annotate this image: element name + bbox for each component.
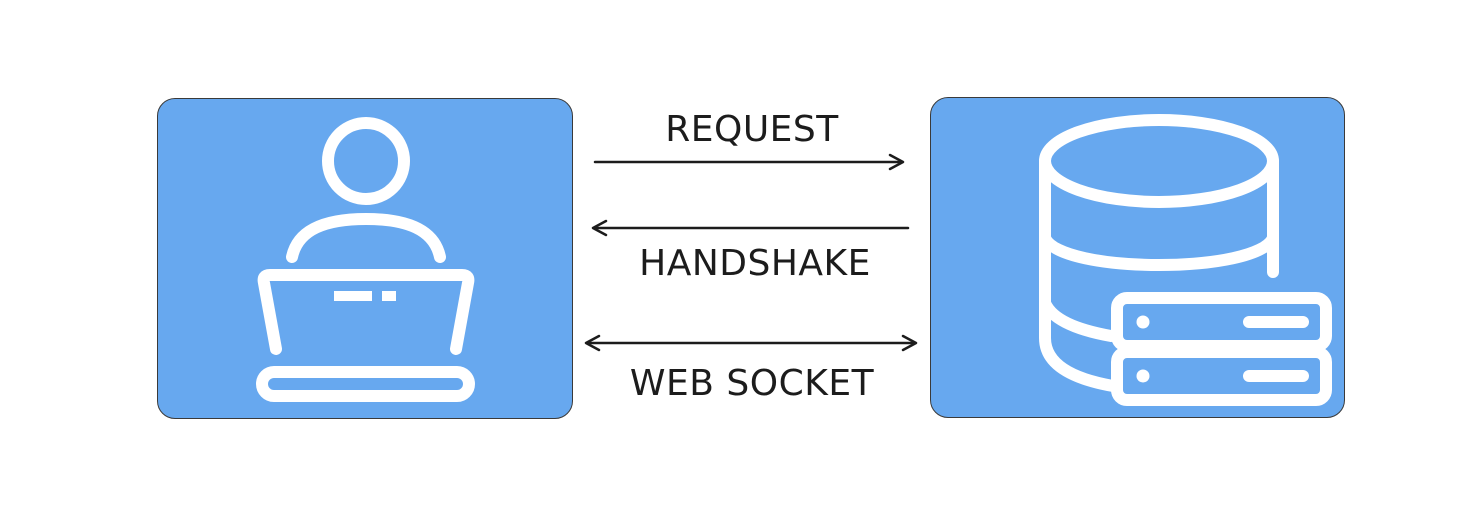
websocket-label: WEB SOCKET	[629, 363, 875, 404]
database-server-icon	[1039, 114, 1332, 406]
server-led-bottom	[1136, 369, 1150, 383]
server-node	[930, 97, 1345, 418]
server-led-top	[1136, 315, 1150, 329]
request-label: REQUEST	[665, 109, 839, 150]
user-laptop-icon	[256, 117, 475, 402]
handshake-arrow	[591, 219, 910, 237]
websocket-arrow	[584, 334, 918, 352]
client-node	[157, 98, 573, 419]
handshake-label: HANDSHAKE	[639, 243, 871, 284]
request-arrow	[593, 153, 905, 171]
screen-line-long	[334, 291, 372, 301]
screen-line-short	[382, 291, 396, 301]
